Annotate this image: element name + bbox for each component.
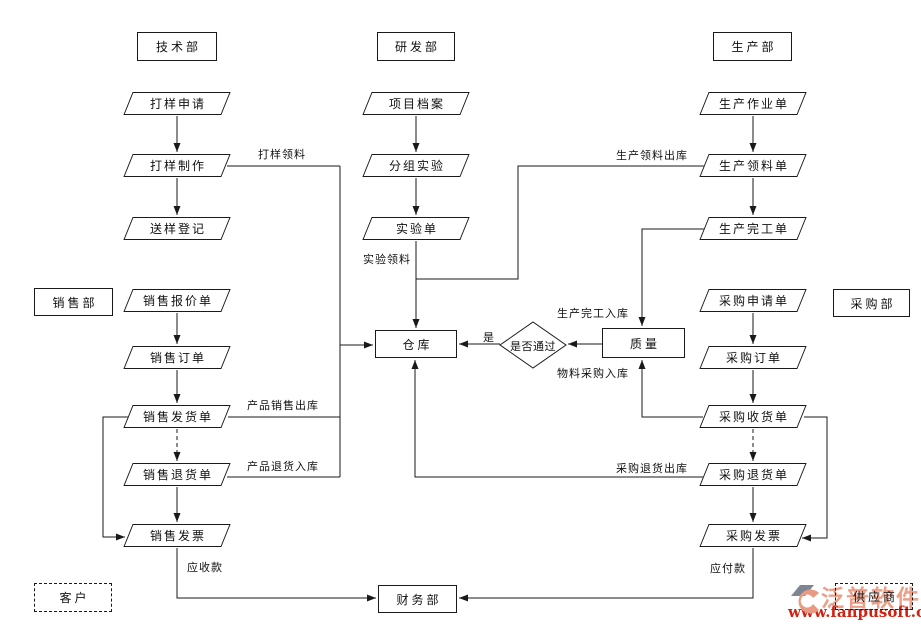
supplier-label: 供应商 [852,590,898,604]
label-material-purchase-in: 物料采购入库 [557,367,629,380]
dept-tech-label: 技术部 [155,40,201,54]
doc-label: 采购申请单 [718,294,789,308]
node-warehouse: 仓库 [375,330,457,358]
dept-sales: 销售部 [34,288,113,316]
doc-purchase-return: 采购退货单 [699,463,807,486]
doc-label: 分组实验 [388,159,445,173]
doc-sales-order: 销售订单 [123,346,231,369]
edge-delivery-to-invoice [102,416,129,541]
doc-experiment-order: 实验单 [362,217,470,240]
doc-label: 销售退货单 [142,468,213,482]
edge-payable-to-finance [459,548,754,602]
edge-material-purchase-in [638,360,703,418]
doc-label: 采购发票 [725,529,782,543]
label-product-sales-out: 产品销售出库 [247,399,319,412]
edge-completion-to-quality [638,228,704,326]
doc-label: 打样申请 [149,97,206,111]
customer-label: 客户 [59,591,90,605]
doc-label: 采购收货单 [718,410,789,424]
doc-purchase-receipt: 采购收货单 [699,405,807,428]
doc-label: 项目档案 [388,97,445,111]
doc-purchase-invoice: 采购发票 [699,524,807,547]
dept-sales-label: 销售部 [52,295,98,310]
edge-purchase-return-out [411,360,704,478]
doc-group-experiment: 分组实验 [362,154,470,177]
quality-label: 质量 [629,336,660,351]
doc-purchase-order: 采购订单 [699,346,807,369]
doc-label: 销售发货单 [142,410,213,424]
warehouse-label: 仓库 [402,337,433,352]
label-production-picking-out: 生产领料出库 [616,149,688,162]
dept-purchase: 采购部 [833,289,910,317]
dept-rd-label: 研发部 [394,40,440,54]
doc-sales-invoice: 销售发票 [123,524,231,547]
doc-label: 送样登记 [149,222,206,236]
dept-finance: 财务部 [378,585,457,613]
doc-production-completion: 生产完工单 [699,217,807,240]
doc-production-picking: 生产领料单 [699,154,807,177]
node-customer: 客户 [34,583,112,612]
label-decision-yes: 是 [483,331,495,344]
doc-sample-request: 打样申请 [123,92,231,115]
label-purchase-return-out: 采购退货出库 [616,462,688,475]
decision-diamond [499,321,567,369]
doc-sales-quote: 销售报价单 [123,289,231,312]
label-production-completion-in: 生产完工入库 [557,307,629,320]
dept-prod: 生产部 [713,32,792,61]
doc-label: 打样制作 [149,159,206,173]
doc-label: 实验单 [395,222,438,236]
dept-finance-label: 财务部 [396,592,442,607]
dept-rd: 研发部 [377,32,455,61]
watermark-brand: 泛普软件 [821,586,921,612]
doc-sample-making: 打样制作 [123,154,231,177]
doc-sales-return: 销售退货单 [123,463,231,486]
doc-label: 销售订单 [149,351,206,365]
doc-sales-delivery: 销售发货单 [123,405,231,428]
decision-label: 是否通过 [510,340,556,353]
doc-production-job: 生产作业单 [699,92,807,115]
dept-purchase-label: 采购部 [850,296,896,311]
doc-label: 采购退货单 [718,468,789,482]
watermark-url: www.fanpusoft.com [788,603,921,621]
label-product-return-in: 产品退货入库 [247,460,319,473]
label-sample-picking: 打样领料 [258,148,306,161]
edge-production-picking-out [416,165,704,280]
label-payable: 应付款 [710,562,746,575]
label-receivable: 应收款 [187,561,223,574]
dept-tech: 技术部 [137,32,217,61]
doc-label: 采购订单 [725,351,782,365]
doc-sample-register: 送样登记 [123,217,231,240]
doc-project-file: 项目档案 [362,92,470,115]
label-experiment-picking: 实验领料 [363,253,411,266]
edge-receipt-to-invoice [802,416,828,542]
doc-label: 生产领料单 [718,159,789,173]
doc-label: 销售发票 [149,529,206,543]
edge-receivable-to-finance [176,548,376,602]
doc-label: 生产完工单 [718,222,789,236]
doc-purchase-request: 采购申请单 [699,289,807,312]
node-supplier: 供应商 [835,583,913,610]
dept-prod-label: 生产部 [731,40,777,54]
node-quality: 质量 [602,328,685,358]
fanpu-logo-icon [791,585,819,614]
doc-label: 销售报价单 [142,294,213,308]
doc-label: 生产作业单 [718,97,789,111]
